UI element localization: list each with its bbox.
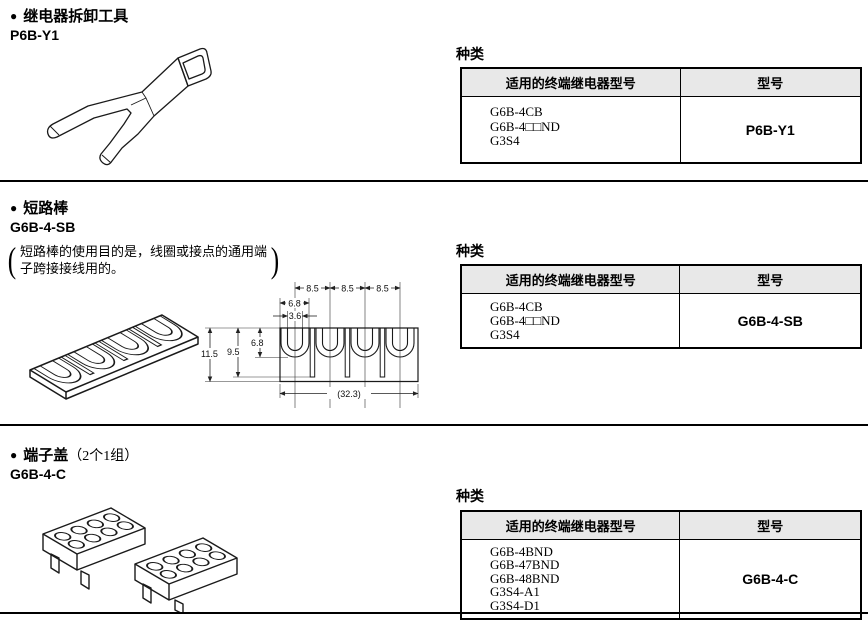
- removal-tool-illustration: [46, 47, 212, 166]
- terminal-cover-illustration: [42, 507, 238, 614]
- note-paren-open: (: [7, 240, 17, 280]
- note-paren-close: ): [270, 240, 280, 280]
- usage-note: ( 短路棒的使用目的是，线圈或接点的通用端 子跨接接线用的。 ): [6, 242, 281, 278]
- bullet-icon: ●: [10, 201, 18, 215]
- dim-pitch-1: 8.5: [306, 284, 319, 294]
- table-row: G6B-4CB G6B-4□□ND G3S4 G6B-4-SB: [460, 293, 862, 349]
- bullet-icon: ●: [10, 448, 18, 462]
- section-heading-terminal-cover: ● 端子盖（2个1组）: [10, 444, 138, 465]
- dim-u-depth: 6.8: [251, 338, 264, 348]
- dim-inner-width: 3.6: [289, 311, 302, 321]
- model-cell: G6B-4-C: [679, 539, 862, 620]
- section-heading-short-bar: ● 短路棒: [10, 197, 68, 218]
- applicable-model: G6B-4CB: [490, 299, 543, 314]
- short-bar-dimension-drawing: 8.5 8.5 8.5 6.8 3.6 11.5 9.5 6.8 (32.3): [200, 282, 419, 408]
- model-cell: G6B-4-SB: [679, 293, 862, 349]
- kinds-table-removal-tool: 适用的终端继电器型号 型号 G6B-4CB G6B-4□□ND G3S4 P6B…: [460, 67, 862, 164]
- dim-pitch-3: 8.5: [376, 284, 389, 294]
- section-divider: [0, 180, 868, 182]
- column-header-model: 型号: [679, 67, 862, 97]
- applicable-model: G6B-4□□ND: [490, 312, 560, 328]
- kinds-table-terminal-cover: 适用的终端继电器型号 型号 G6B-4BND G6B-47BND G6B-48B…: [460, 510, 862, 621]
- kinds-label: 种类: [456, 46, 484, 62]
- applicable-model: G3S4-D1: [490, 597, 540, 613]
- table-row: G6B-4CB G6B-4□□ND G3S4 P6B-Y1: [460, 96, 862, 164]
- applicable-models-cell: G6B-4BND G6B-47BND G6B-48BND G3S4-A1 G3S…: [460, 539, 681, 620]
- model-cell: P6B-Y1: [679, 96, 862, 164]
- applicable-model: G3S4: [490, 326, 520, 342]
- table-row: G6B-4BND G6B-47BND G6B-48BND G3S4-A1 G3S…: [460, 539, 862, 620]
- section-title-text: 短路棒: [23, 200, 69, 217]
- column-header-applicable: 适用的终端继电器型号: [460, 67, 681, 97]
- section-title-text: 端子盖: [23, 447, 69, 464]
- short-bar-3d-illustration: [29, 314, 199, 400]
- applicable-model: G3S4-A1: [490, 584, 540, 600]
- applicable-model: G3S4: [490, 133, 520, 148]
- section-title-suffix: （2个1组）: [68, 449, 139, 464]
- column-header-applicable: 适用的终端继电器型号: [460, 264, 681, 294]
- dim-total-height: 11.5: [201, 349, 218, 359]
- applicable-models-cell: G6B-4CB G6B-4□□ND G3S4: [460, 293, 681, 349]
- model-number: G6B-4-SB: [10, 219, 76, 235]
- applicable-models-cell: G6B-4CB G6B-4□□ND G3S4: [460, 96, 681, 164]
- kinds-label: 种类: [456, 488, 484, 504]
- applicable-model: G6B-4□□ND: [490, 118, 560, 134]
- model-number: G6B-4-C: [10, 466, 67, 482]
- kinds-label: 种类: [456, 243, 484, 259]
- page-bottom-rule: [0, 612, 868, 614]
- dim-pitch-2: 8.5: [341, 284, 354, 294]
- section-divider: [0, 424, 868, 426]
- column-header-applicable: 适用的终端继电器型号: [460, 510, 681, 540]
- note-text: 短路棒的使用目的是，线圈或接点的通用端 子跨接接线用的。: [20, 244, 268, 276]
- model-number: P6B-Y1: [10, 27, 60, 43]
- dim-total-width: (32.3): [337, 389, 361, 399]
- kinds-table-short-bar: 适用的终端继电器型号 型号 G6B-4CB G6B-4□□ND G3S4 G6B…: [460, 264, 862, 350]
- dim-outer-width: 6.8: [288, 299, 301, 309]
- column-header-model: 型号: [679, 510, 862, 540]
- column-header-model: 型号: [679, 264, 862, 294]
- applicable-model: G6B-47BND: [490, 557, 560, 573]
- applicable-model: G6B-4CB: [490, 104, 543, 119]
- applicable-model: G6B-4BND: [490, 544, 553, 559]
- applicable-model: G6B-48BND: [490, 570, 560, 586]
- dim-slot-depth: 9.5: [227, 347, 240, 357]
- section-title-text: 继电器拆卸工具: [23, 8, 129, 25]
- bullet-icon: ●: [10, 9, 18, 23]
- section-heading-removal-tool: ● 继电器拆卸工具: [10, 5, 128, 26]
